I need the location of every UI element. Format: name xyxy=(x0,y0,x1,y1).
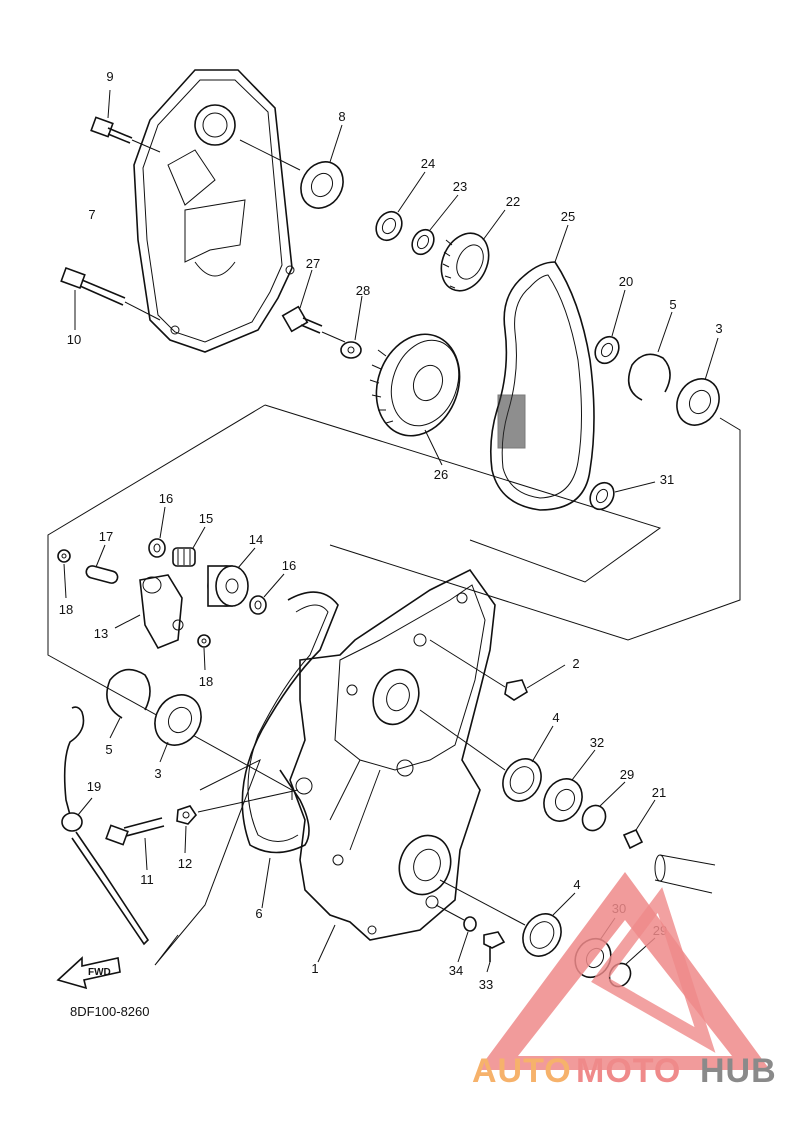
callout-5-lower: 5 xyxy=(105,742,112,757)
part-29-ring-upper xyxy=(581,781,626,832)
callout-13: 13 xyxy=(94,626,108,641)
part-1-housing xyxy=(289,568,496,963)
part-18-clip-a xyxy=(57,549,71,599)
part-26-sprocket xyxy=(369,333,461,466)
callout-18-b: 18 xyxy=(199,674,213,689)
callout-17: 17 xyxy=(99,529,113,544)
part-10-bolt xyxy=(60,266,161,330)
part-6-chain xyxy=(241,591,339,909)
callout-16-b: 16 xyxy=(282,558,296,573)
callout-7: 7 xyxy=(88,207,95,222)
callout-21: 21 xyxy=(652,785,666,800)
part-4-seal-upper xyxy=(419,709,554,802)
fwd-label: FWD xyxy=(88,967,111,978)
callout-23: 23 xyxy=(453,179,467,194)
callout-8: 8 xyxy=(338,109,345,124)
callout-4-lower: 4 xyxy=(573,877,580,892)
part-5-circlip-lower xyxy=(106,668,151,739)
callout-19: 19 xyxy=(87,779,101,794)
callout-20: 20 xyxy=(619,274,633,289)
part-12-nut xyxy=(176,789,299,854)
callout-27: 27 xyxy=(306,256,320,271)
callout-34: 34 xyxy=(449,963,463,978)
part-31-seal xyxy=(589,481,656,511)
part-20-collar xyxy=(594,289,626,365)
part-32-bearing xyxy=(543,749,596,822)
callout-24: 24 xyxy=(421,156,435,171)
part-3-bearing-upper xyxy=(676,337,720,426)
callout-26: 26 xyxy=(434,467,448,482)
callout-6: 6 xyxy=(255,906,262,921)
part-14-roller xyxy=(207,547,256,607)
part-23-washer xyxy=(411,194,459,256)
part-15-needle-bearing xyxy=(172,526,206,567)
watermark-triangle-icon xyxy=(478,872,770,1070)
callout-2: 2 xyxy=(572,656,579,671)
callout-12: 12 xyxy=(178,856,192,871)
part-3-bearing-lower xyxy=(154,694,202,763)
part-11-bolt xyxy=(105,817,165,871)
part-25-chain xyxy=(490,224,595,511)
part-24-collar xyxy=(375,171,426,242)
part-8-bearing xyxy=(239,124,344,209)
callout-10: 10 xyxy=(67,332,81,347)
part-4-seal-lower xyxy=(439,879,576,957)
callout-3-upper: 3 xyxy=(715,321,722,336)
part-17-pin xyxy=(85,544,119,584)
callout-5-upper: 5 xyxy=(669,297,676,312)
watermark-text-moto: MOTO xyxy=(576,1052,681,1090)
callout-28: 28 xyxy=(356,283,370,298)
callout-labels: 9 8 7 10 24 23 22 25 27 28 20 5 3 26 31 … xyxy=(59,69,723,992)
part-16-washer-b xyxy=(249,573,285,615)
shaft-stub xyxy=(654,854,716,894)
part-18-clip-b xyxy=(197,634,211,671)
callout-1: 1 xyxy=(311,961,318,976)
forward-direction-arrow: FWD xyxy=(56,956,121,990)
part-28-washer xyxy=(340,295,363,359)
part-7-cover xyxy=(133,69,295,353)
part-13-tensioner-arm xyxy=(114,574,184,650)
callout-18-a: 18 xyxy=(59,602,73,617)
callout-25: 25 xyxy=(561,209,575,224)
part-33-bolt xyxy=(483,931,506,973)
callout-29-upper: 29 xyxy=(620,767,634,782)
part-16-washer-a xyxy=(148,506,166,558)
callout-31: 31 xyxy=(660,472,674,487)
part-22-sprocket xyxy=(440,209,506,292)
callout-22: 22 xyxy=(506,194,520,209)
callout-33: 33 xyxy=(479,977,493,992)
callout-11: 11 xyxy=(140,872,154,887)
callout-15: 15 xyxy=(199,511,213,526)
part-27-bolt xyxy=(281,269,346,343)
assembly-outline-lines xyxy=(47,404,741,966)
callout-3-lower: 3 xyxy=(154,766,161,781)
drawing-code: 8DF100-8260 xyxy=(70,1004,150,1019)
part-9-bolt xyxy=(90,89,161,153)
callout-9: 9 xyxy=(106,69,113,84)
part-2-cap-nut xyxy=(429,639,566,701)
callout-14: 14 xyxy=(249,532,263,547)
automotohub-watermark: AUTO MOTO HUB xyxy=(472,872,777,1090)
callout-32: 32 xyxy=(590,735,604,750)
watermark-text-hub: HUB xyxy=(700,1052,777,1090)
watermark-text-auto: AUTO xyxy=(472,1052,572,1090)
part-21-dowel xyxy=(622,799,656,850)
part-34-washer xyxy=(435,904,477,963)
part-5-circlip-upper xyxy=(627,311,673,401)
part-19-dipstick xyxy=(61,706,150,946)
callout-16-a: 16 xyxy=(159,491,173,506)
callout-4-upper: 4 xyxy=(552,710,559,725)
